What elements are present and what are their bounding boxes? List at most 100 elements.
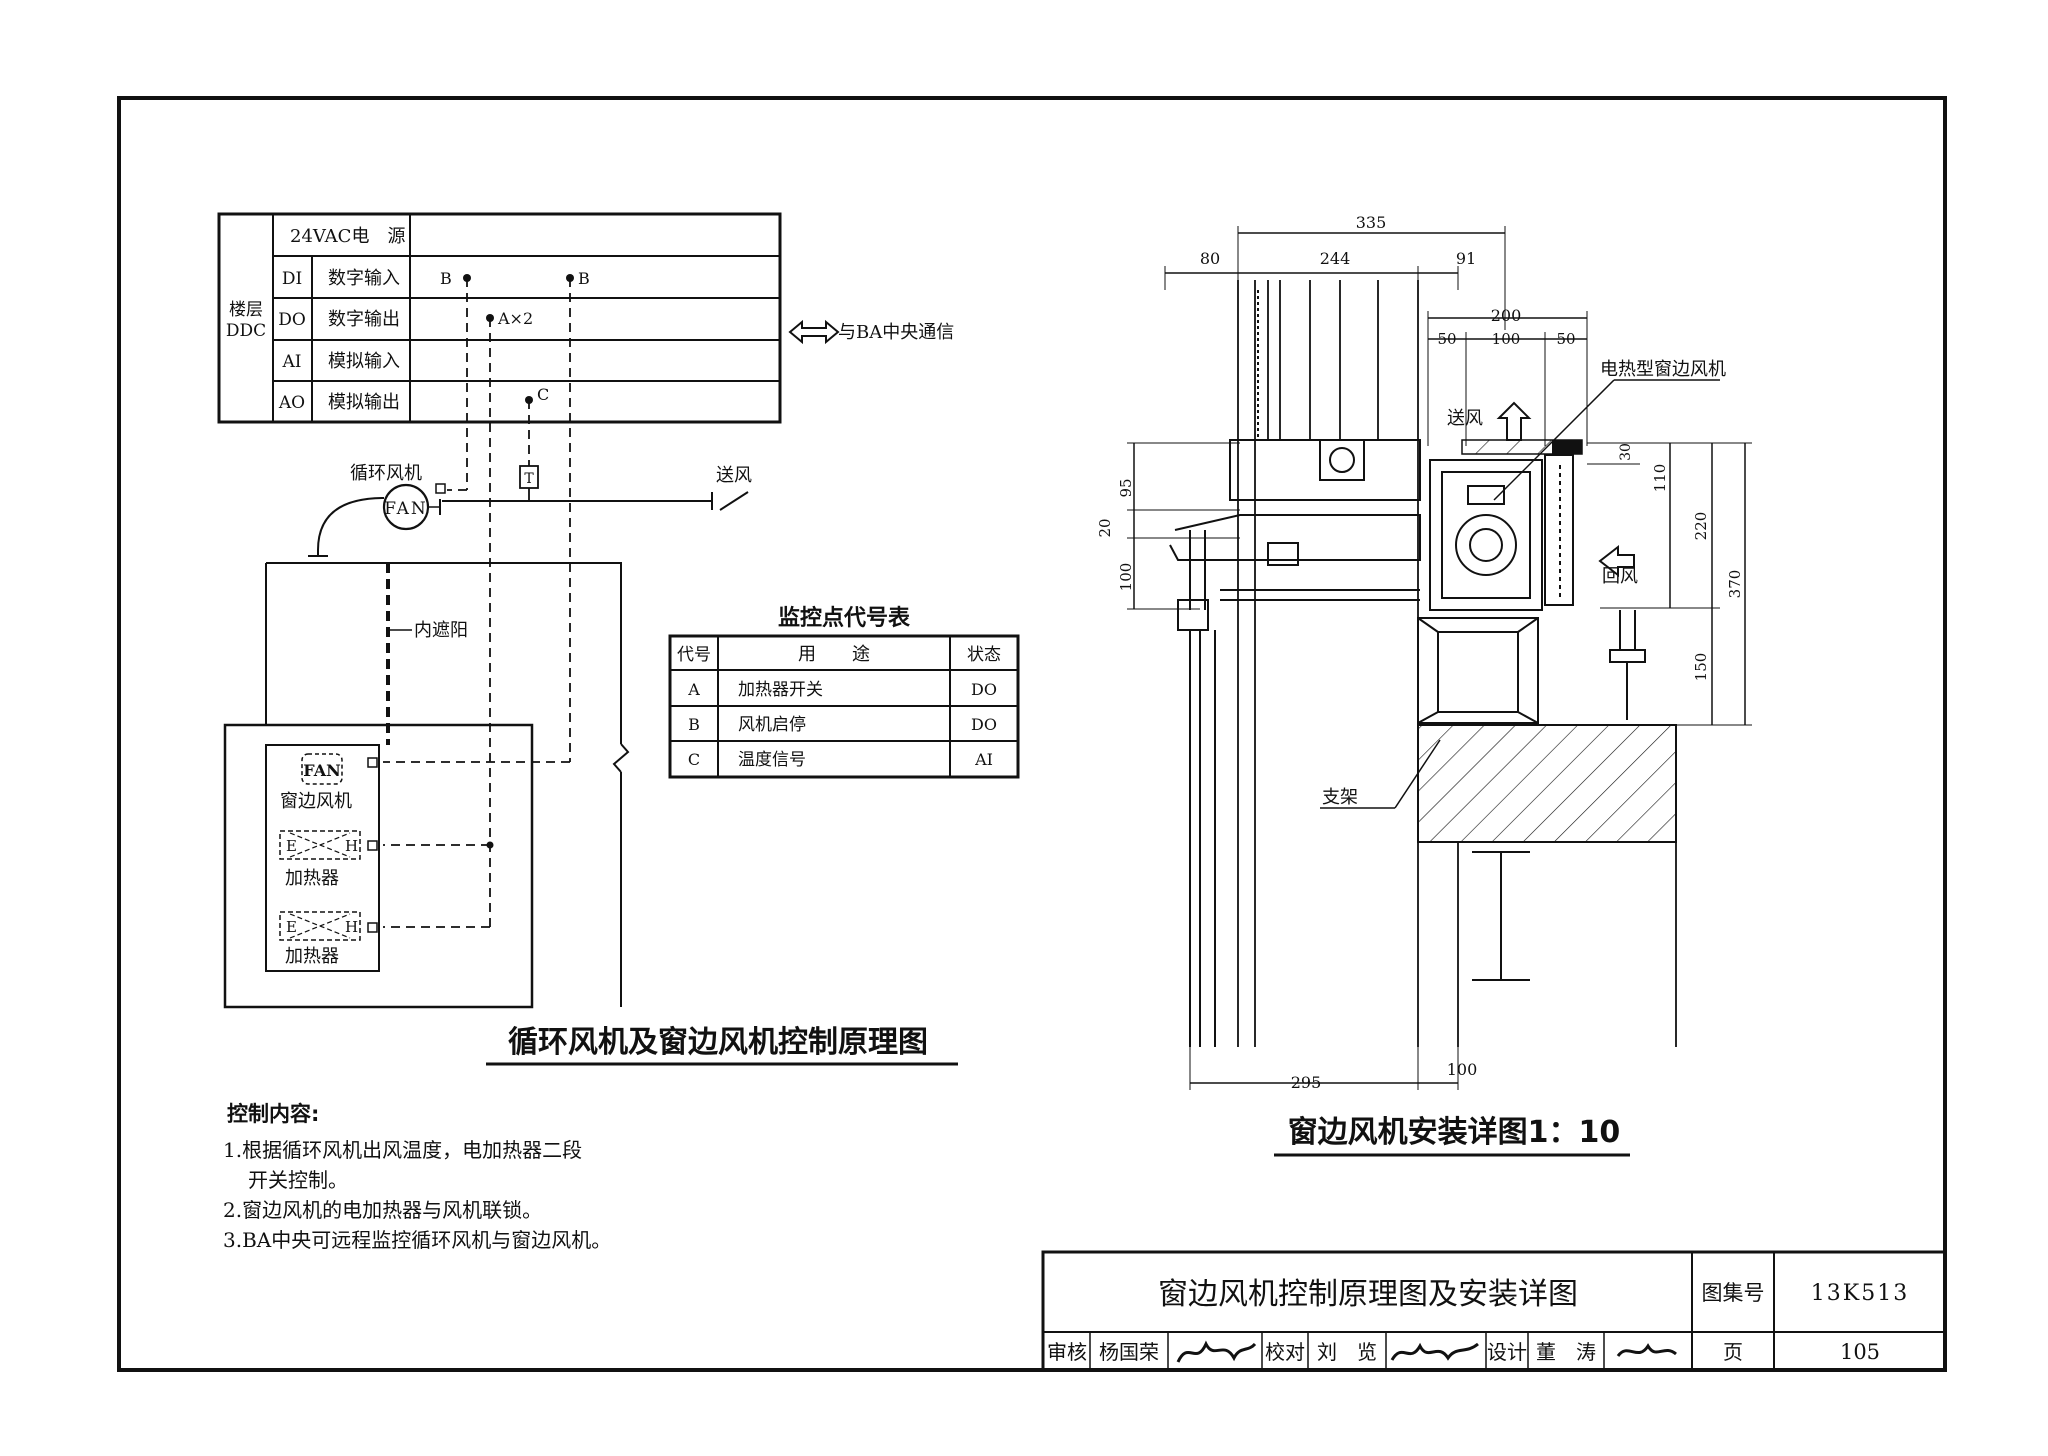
point-c-label: C <box>537 385 549 404</box>
dim-244: 244 <box>1320 249 1351 268</box>
ddc-row-label-ao: 模拟输出 <box>328 392 400 413</box>
circulation-fan-label: 循环风机 <box>350 463 422 484</box>
design-name: 董 涛 <box>1536 1340 1596 1364</box>
detail-title: 窗边风机安装详图1：10 <box>1288 1115 1621 1150</box>
heater-e-label-2: E <box>286 918 297 936</box>
ddc-power-label: 24VAC电 源 <box>290 226 405 247</box>
heater-icon-2: E H <box>279 911 361 941</box>
dim-50-left: 50 <box>1437 330 1456 348</box>
heater-label-2: 加热器 <box>285 946 339 967</box>
dim-91: 91 <box>1456 249 1476 268</box>
atlas-label: 图集号 <box>1702 1281 1765 1305</box>
circulation-fan-text: FAN <box>384 499 427 519</box>
dim-95: 95 <box>1117 478 1135 497</box>
monitor-header-state: 状态 <box>967 645 1001 665</box>
concrete-slab <box>1417 724 1677 843</box>
dim-150: 150 <box>1692 653 1710 682</box>
monitor-row-state-b: DO <box>971 715 997 734</box>
heater-label-1: 加热器 <box>285 868 339 889</box>
monitor-header-code: 代号 <box>677 645 711 665</box>
heater-h-label-2: H <box>345 918 358 936</box>
supply-arrow-icon <box>1496 401 1532 441</box>
dim-295: 295 <box>1291 1073 1322 1092</box>
ddc-row-code-do: DO <box>278 310 306 330</box>
dim-100-bottom: 100 <box>1447 1060 1478 1079</box>
heater-h-label-1: H <box>345 837 358 855</box>
check-signature <box>1390 1342 1479 1361</box>
fan-terminal <box>435 483 446 494</box>
monitor-row-code-a: A <box>687 680 700 699</box>
title-block: 窗边风机控制原理图及安装详图 图集号 13K513 审核 杨国荣 校对 刘 览 … <box>1041 1250 1947 1372</box>
review-name: 杨国荣 <box>1099 1340 1159 1364</box>
ddc-row-code-ao: AO <box>278 393 305 413</box>
zone-box <box>223 723 534 1009</box>
control-note-1: 1.根据循环风机出风温度，电加热器二段 <box>223 1138 582 1162</box>
point-a-label: A×2 <box>497 309 533 328</box>
dim-50-right: 50 <box>1556 330 1575 348</box>
dim-335: 335 <box>1356 213 1387 232</box>
monitor-row-state-a: DO <box>971 680 997 699</box>
ddc-row-label-do: 数字输出 <box>328 309 400 330</box>
drawing-title: 窗边风机控制原理图及安装详图 <box>1158 1277 1578 1312</box>
dim-100-top: 100 <box>1492 330 1521 348</box>
control-note-3: 3.BA中央可远程监控循环风机与窗边风机。 <box>223 1228 611 1252</box>
check-label: 校对 <box>1265 1340 1305 1364</box>
dim-110: 110 <box>1651 464 1669 493</box>
control-note-1-cont: 开关控制。 <box>248 1168 348 1192</box>
window-fan-unit <box>1429 454 1574 611</box>
monitor-row-use-c: 温度信号 <box>738 750 806 770</box>
control-notes: 控制内容: 1.根据循环风机出风温度，电加热器二段 开关控制。 2.窗边风机的电… <box>223 1102 611 1252</box>
dim-370: 370 <box>1726 570 1744 599</box>
ddc-row-code-di: DI <box>282 269 302 289</box>
detail-bracket-label: 支架 <box>1322 787 1358 808</box>
ddc-row-label-di: 数字输入 <box>328 268 400 289</box>
design-signature <box>1616 1343 1677 1358</box>
ddc-group-label-2: DDC <box>226 321 266 341</box>
monitor-table: 监控点代号表 代号 用 途 状态 A 加热器开关 DO B 风机启停 DO C … <box>668 605 1020 779</box>
window-fan-text: FAN <box>303 761 340 780</box>
ddc-row-code-ai: AI <box>282 352 302 372</box>
temperature-sensor-label: T <box>524 471 534 487</box>
dim-20: 20 <box>1096 518 1114 537</box>
monitor-row-use-b: 风机启停 <box>738 715 806 735</box>
ddc-group-label-1: 楼层 <box>229 300 263 320</box>
dim-30: 30 <box>1618 443 1634 461</box>
control-notes-heading: 控制内容: <box>227 1102 319 1126</box>
sheet-border <box>117 96 1947 1372</box>
return-arrow-icon <box>1598 544 1635 578</box>
page-number: 105 <box>1840 1340 1880 1364</box>
ba-comm: 与BA中央通信 <box>788 319 954 345</box>
dim-80: 80 <box>1200 249 1220 268</box>
dim-100-left: 100 <box>1117 563 1135 592</box>
monitor-table-title: 监控点代号表 <box>778 605 911 631</box>
detail-fan-label: 电热型窗边风机 <box>1600 359 1726 380</box>
control-note-2: 2.窗边风机的电加热器与风机联锁。 <box>223 1198 542 1222</box>
supply-air-label: 送风 <box>716 465 752 486</box>
schematic-title: 循环风机及窗边风机控制原理图 <box>508 1025 928 1060</box>
design-label: 设计 <box>1487 1340 1527 1364</box>
point-b-label-2: B <box>578 269 590 288</box>
monitor-row-code-c: C <box>688 750 700 769</box>
point-b-label-1: B <box>440 269 452 288</box>
detail-return-label: 回风 <box>1602 566 1638 587</box>
ba-comm-label: 与BA中央通信 <box>838 322 954 343</box>
junction-dot <box>486 841 494 849</box>
detail-supply-label: 送风 <box>1447 408 1483 429</box>
equipment-box <box>265 744 380 972</box>
atlas-number: 13K513 <box>1811 1281 1909 1306</box>
dim-200: 200 <box>1491 306 1522 325</box>
window-fan-icon <box>301 753 343 785</box>
monitor-row-state-c: AI <box>974 750 993 769</box>
ddc-table: 楼层 DDC 24VAC电 源 DI 数字输入 DO 数字输出 AI 模拟输入 … <box>217 212 782 424</box>
inner-shade-label: 内遮阳 <box>414 620 468 641</box>
review-signature <box>1176 1340 1257 1363</box>
dim-220: 220 <box>1692 512 1710 541</box>
monitor-header-use: 用 途 <box>798 644 870 665</box>
ddc-row-label-ai: 模拟输入 <box>328 351 400 372</box>
check-name: 刘 览 <box>1317 1340 1377 1364</box>
control-schematic: FAN 循环风机 T 送风 内遮阳 FAN 窗边风机 <box>223 278 958 1066</box>
review-label: 审核 <box>1047 1340 1087 1364</box>
installation-detail: 335 80 244 91 200 50 100 50 95 20 100 <box>1096 213 1752 1157</box>
page-label: 页 <box>1723 1340 1743 1364</box>
